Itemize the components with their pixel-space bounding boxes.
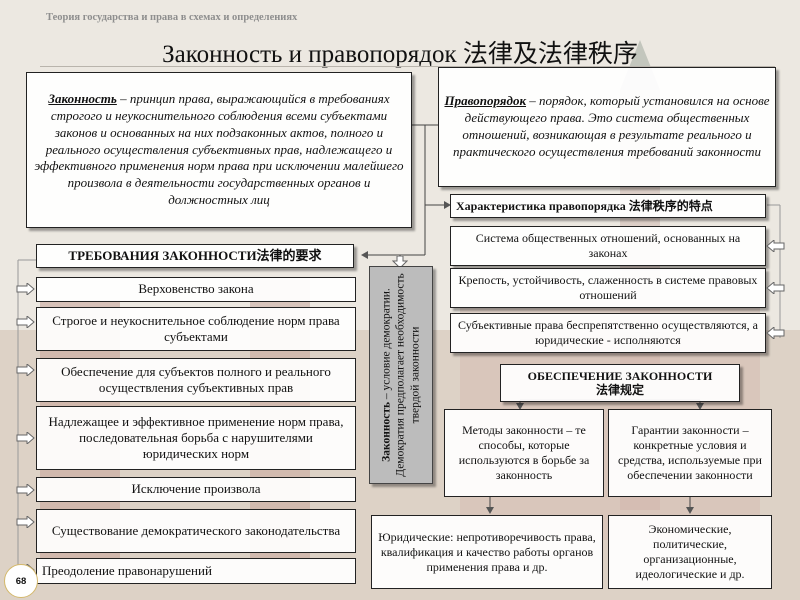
- requirement-item-7-text: Преодоление правонарушений: [42, 562, 212, 578]
- law-order-term: Правопорядок: [444, 93, 527, 109]
- requirement-item-2: Строгое и неукоснительное соблюдение нор…: [36, 307, 356, 351]
- arrow-right-icon: [16, 283, 35, 295]
- legality-definition-text: – принцип права, выражающийся в требован…: [34, 90, 404, 208]
- requirement-item-3: Обеспечение для субъектов полного и реал…: [36, 358, 356, 402]
- law-order-definition-box: Правопорядок – порядок, который установи…: [438, 67, 776, 187]
- page-number: 68: [4, 564, 38, 598]
- ensuring-legality-heading: ОБЕСПЕЧЕНИЕ ЗАКОННОСТИ 法律规定: [500, 364, 740, 402]
- democracy-note-term: Законность: [380, 401, 393, 462]
- title-divider: [40, 66, 775, 67]
- arrow-left-icon: [766, 240, 785, 252]
- characteristic-item-1-text: Система общественных отношений, основанн…: [475, 231, 741, 260]
- other-guarantees-box: Экономические, политические, организацио…: [608, 515, 772, 589]
- requirements-heading: ТРЕБОВАНИЯ ЗАКОННОСТИ法律的要求: [36, 244, 354, 268]
- legality-methods-box: Методы законности – те способы, которые …: [444, 409, 604, 497]
- requirement-item-6-text: Существование демократического законодат…: [51, 522, 341, 538]
- legality-definition-box: Законность – принцип права, выражающийся…: [26, 72, 412, 228]
- requirement-item-2-text: Строгое и неукоснительное соблюдение нор…: [52, 312, 340, 344]
- header-caption: Теория государства и права в схемах и оп…: [46, 12, 298, 23]
- characteristics-heading: Характеристика правопорядка 法律秩序的特点: [450, 194, 766, 218]
- arrow-right-icon: [16, 484, 35, 496]
- legality-methods-text: Методы законности – те способы, которые …: [458, 423, 590, 482]
- arrow-right-icon: [16, 364, 35, 376]
- democracy-condition-note: Законность – условие демократии. Демокра…: [369, 266, 433, 484]
- characteristics-heading-text: Характеристика правопорядка 法律秩序的特点: [456, 198, 713, 213]
- ensuring-heading-line2: 法律规定: [595, 383, 644, 397]
- law-order-definition-text: – порядок, который установился на основе…: [452, 93, 770, 159]
- ensuring-heading-line1: ОБЕСПЕЧЕНИЕ ЗАКОННОСТИ: [527, 368, 713, 383]
- arrow-right-icon: [16, 316, 35, 328]
- characteristic-item-1: Система общественных отношений, основанн…: [450, 226, 766, 266]
- legality-term: Законность: [48, 90, 117, 106]
- requirement-item-5-text: Исключение произвола: [131, 481, 261, 497]
- characteristic-item-3: Субъективные права беспрепятственно осущ…: [450, 313, 766, 353]
- legality-guarantees-box: Гарантии законности – конкретные условия…: [608, 409, 772, 497]
- requirement-item-4: Надлежащее и эффективное применение норм…: [36, 406, 356, 470]
- requirement-item-7: Преодоление правонарушений: [36, 558, 356, 584]
- arrow-right-icon: [16, 432, 35, 444]
- arrow-right-icon: [16, 516, 35, 528]
- requirement-item-6: Существование демократического законодат…: [36, 509, 356, 553]
- characteristic-item-2-text: Крепость, устойчивость, слаженность в си…: [458, 273, 758, 302]
- arrow-left-icon: [766, 282, 785, 294]
- other-guarantees-text: Экономические, политические, организацио…: [635, 522, 745, 581]
- legal-guarantees-text: Юридические: непротиворечивость права, к…: [378, 529, 596, 574]
- legality-guarantees-text: Гарантии законности – конкретные условия…: [618, 423, 762, 482]
- requirement-item-1-text: Верховенство закона: [138, 281, 254, 297]
- requirement-item-3-text: Обеспечение для субъектов полного и реал…: [61, 363, 331, 395]
- requirement-item-1: Верховенство закона: [36, 277, 356, 302]
- requirement-item-4-text: Надлежащее и эффективное применение норм…: [48, 413, 344, 462]
- requirement-item-5: Исключение произвола: [36, 477, 356, 502]
- page-title: Законность и правопорядок 法律及法律秩序: [162, 41, 638, 68]
- legal-guarantees-box: Юридические: непротиворечивость права, к…: [371, 515, 603, 589]
- characteristic-item-3-text: Субъективные права беспрепятственно осущ…: [458, 318, 758, 347]
- arrow-left-icon: [766, 327, 785, 339]
- characteristic-item-2: Крепость, устойчивость, слаженность в си…: [450, 268, 766, 308]
- requirements-heading-text: ТРЕБОВАНИЯ ЗАКОННОСТИ法律的要求: [68, 247, 322, 263]
